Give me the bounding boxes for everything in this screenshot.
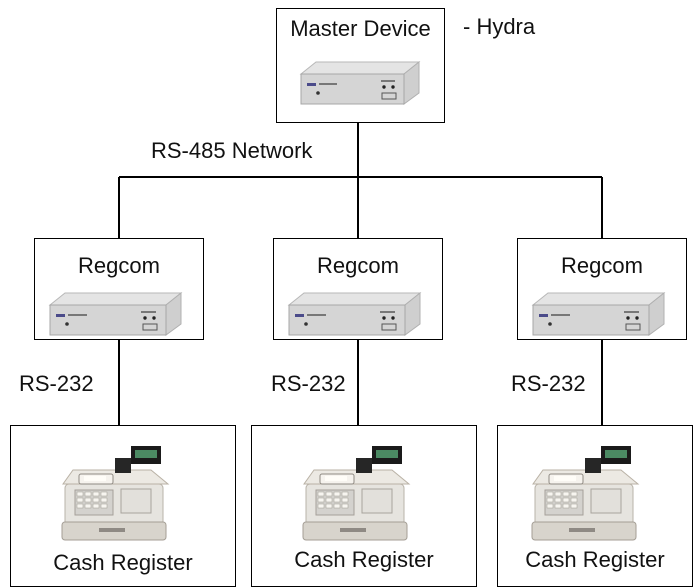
master-device-suffix: - Hydra bbox=[463, 14, 536, 39]
rs232-label-2: RS-232 bbox=[271, 371, 346, 396]
network-label: RS-485 Network bbox=[151, 138, 313, 163]
regcom-box-1: Regcom bbox=[34, 238, 204, 340]
master-device-label: Master Device bbox=[290, 16, 431, 41]
network-device-icon-3 bbox=[531, 291, 666, 336]
rs232-label-3: RS-232 bbox=[511, 371, 586, 396]
cash-register-box-3: Cash Register bbox=[497, 425, 693, 587]
network-device-icon bbox=[299, 60, 421, 105]
cash-register-box-2: Cash Register bbox=[251, 425, 477, 587]
cash-register-icon-3 bbox=[531, 446, 640, 541]
regcom-label-1: Regcom bbox=[78, 253, 160, 278]
cash-register-box-1: Cash Register bbox=[10, 425, 236, 587]
cash-register-label-3: Cash Register bbox=[525, 547, 665, 572]
rs232-label-1: RS-232 bbox=[19, 371, 94, 396]
regcom-label-2: Regcom bbox=[317, 253, 399, 278]
cash-register-label-1: Cash Register bbox=[53, 550, 193, 575]
network-device-icon-2 bbox=[287, 291, 422, 336]
regcom-label-3: Regcom bbox=[561, 253, 643, 278]
network-device-icon-1 bbox=[48, 291, 183, 336]
regcom-box-2: Regcom bbox=[273, 238, 443, 340]
master-device-box: Master Device bbox=[276, 8, 445, 123]
cash-register-icon-1 bbox=[61, 446, 170, 541]
cash-register-label-2: Cash Register bbox=[294, 547, 434, 572]
regcom-box-3: Regcom bbox=[517, 238, 687, 340]
cash-register-icon-2 bbox=[302, 446, 411, 541]
